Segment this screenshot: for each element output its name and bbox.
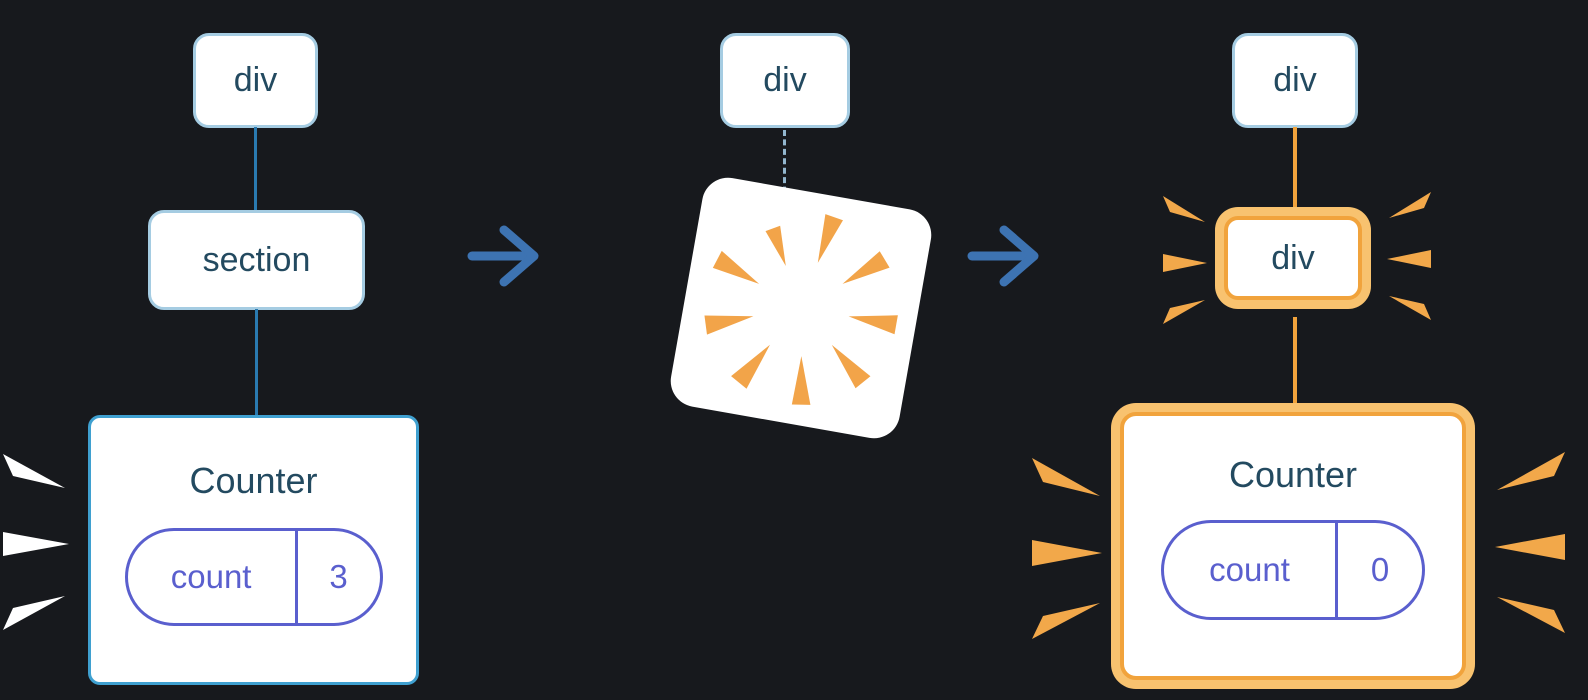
dashed-connector-line	[783, 130, 786, 202]
tree-node-label: section	[202, 240, 311, 279]
tree-node-div-new: div	[1224, 216, 1362, 300]
spark-icon	[3, 454, 69, 630]
connector-line	[255, 309, 258, 416]
connector-line-orange	[1293, 317, 1297, 407]
tree-node-section-before: section	[148, 210, 365, 310]
tree-node-div-root-middle: div	[720, 33, 850, 128]
connector-line	[254, 127, 257, 211]
state-key: count	[1209, 551, 1290, 588]
component-title: Counter	[189, 460, 318, 501]
arrow-right-icon	[467, 225, 539, 287]
state-pill: count 0	[1161, 520, 1425, 620]
counter-component-after: Counter count 0	[1120, 412, 1466, 680]
tree-node-label: div	[763, 61, 807, 99]
spark-icon	[1032, 458, 1102, 639]
spark-icon	[1387, 192, 1431, 320]
counter-component-before: Counter count 3	[88, 415, 419, 685]
tree-node-div-root-before: div	[193, 33, 318, 128]
tree-node-label: div	[1271, 238, 1315, 277]
state-pill: count 3	[124, 528, 383, 626]
poof-burst-icon	[704, 214, 898, 405]
spark-icon	[1495, 452, 1565, 633]
tree-node-label: div	[1273, 61, 1317, 99]
state-value: 0	[1335, 523, 1422, 617]
state-key: count	[170, 558, 252, 595]
deleted-subtree-card	[666, 173, 936, 443]
component-title: Counter	[1228, 454, 1358, 495]
tree-node-label: div	[233, 61, 278, 99]
state-value: 3	[294, 531, 380, 623]
connector-line-orange	[1293, 127, 1297, 213]
arrow-right-icon	[967, 225, 1039, 287]
spark-icon	[1163, 196, 1207, 324]
tree-node-div-root-after: div	[1232, 33, 1358, 128]
